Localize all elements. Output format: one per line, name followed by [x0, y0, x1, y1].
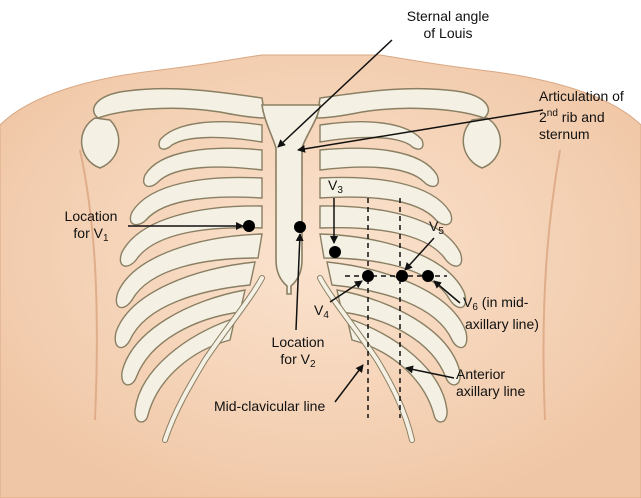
label-articulation-line2: 2nd rib and [539, 105, 624, 126]
label-location-v2-line1: Location [262, 334, 334, 351]
label-location-v2-line2: for V2 [262, 351, 334, 373]
label-anterior-axillary-line2: axillary line [456, 383, 525, 400]
label-v5: V5 [429, 218, 444, 240]
label-articulation-post: rib and [558, 109, 605, 125]
label-mid-clavicular: Mid-clavicular line [214, 398, 325, 415]
label-location-v2: Location for V2 [262, 334, 334, 373]
electrode-v6 [422, 270, 434, 282]
electrode-v4 [362, 270, 374, 282]
label-v4-pre: V [314, 302, 323, 318]
electrode-v3 [329, 246, 341, 258]
label-location-v1-sub: 1 [103, 233, 109, 244]
label-location-v1-pre: for V [73, 225, 103, 241]
label-v6-pre: V [463, 294, 472, 310]
label-v6: V6 (in mid- axillary line) [463, 294, 539, 333]
label-sternal-angle-line1: Sternal angle [388, 8, 508, 25]
label-location-v1-line1: Location [55, 208, 127, 225]
label-location-v2-sub: 2 [310, 359, 316, 370]
label-v3-pre: V [328, 177, 337, 193]
electrode-v2 [294, 221, 306, 233]
label-v6-line1: V6 (in mid- [463, 294, 539, 316]
label-v5-sub: 5 [438, 226, 444, 237]
label-v3: V3 [328, 177, 343, 199]
electrode-v1 [243, 220, 255, 232]
label-articulation-line3: sternum [539, 126, 624, 143]
label-location-v1: Location for V1 [55, 208, 127, 247]
label-anterior-axillary: Anterior axillary line [456, 366, 525, 400]
label-location-v1-line2: for V1 [55, 225, 127, 247]
label-anterior-axillary-line1: Anterior [456, 366, 525, 383]
label-articulation-sup: nd [547, 108, 558, 119]
electrode-v5 [396, 270, 408, 282]
label-sternal-angle: Sternal angle of Louis [388, 8, 508, 42]
label-mid-clavicular-text: Mid-clavicular line [214, 398, 325, 414]
label-articulation-line1: Articulation of [539, 88, 624, 105]
label-v5-pre: V [429, 218, 438, 234]
label-v6-post: (in mid- [478, 294, 529, 310]
label-location-v2-pre: for V [280, 351, 310, 367]
label-sternal-angle-line2: of Louis [388, 25, 508, 42]
label-v4: V4 [314, 302, 329, 324]
label-v4-sub: 4 [323, 310, 329, 321]
label-articulation: Articulation of 2nd rib and sternum [539, 88, 624, 143]
label-v3-sub: 3 [337, 185, 343, 196]
label-articulation-num: 2 [539, 109, 547, 125]
label-v6-line2: axillary line) [463, 316, 539, 333]
